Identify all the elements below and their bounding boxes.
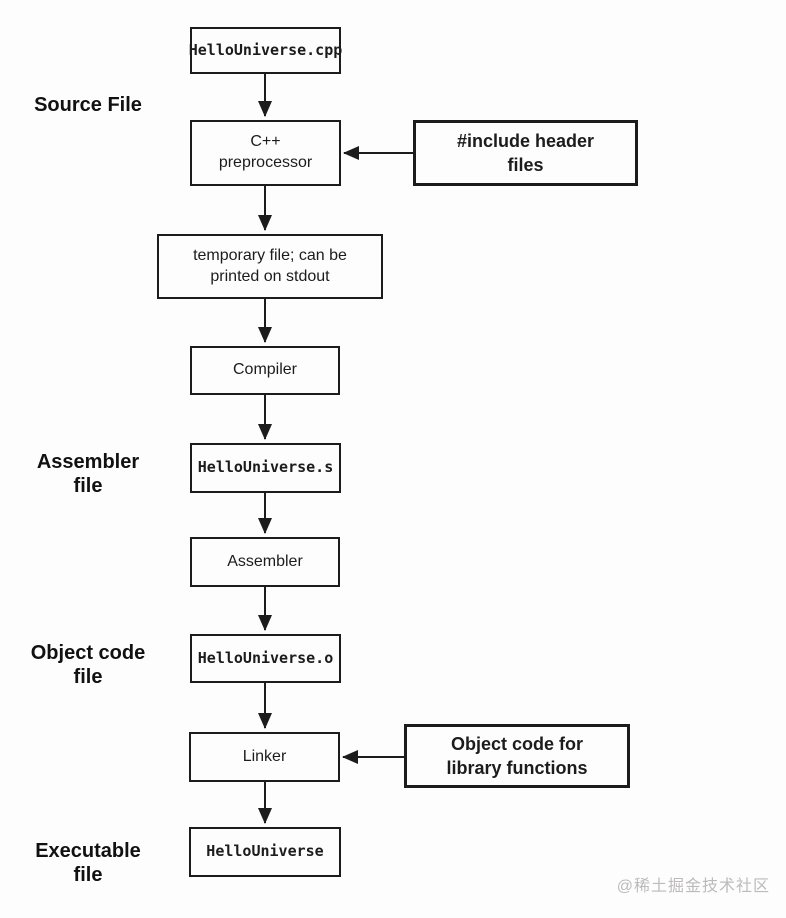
stage-label-assembler-file: Assembler file <box>36 451 140 497</box>
node-preprocessor-box: C++ preprocessor <box>190 120 341 186</box>
stage-label-object-code-file: Object code file <box>30 642 146 688</box>
node-compiler-box: Compiler <box>190 346 340 395</box>
node-source-file-box: HelloUniverse.cpp <box>189 27 342 74</box>
stage-label-source-file: Source File <box>34 94 142 116</box>
input-library-object-code-box: Object code for library functions <box>404 724 630 788</box>
community-watermark: @稀土掘金技术社区 <box>616 878 770 895</box>
node-object-file-box: HelloUniverse.o <box>190 634 341 683</box>
node-temporary-file-box: temporary file; can be printed on stdout <box>157 234 383 299</box>
node-linker-box: Linker <box>189 732 340 782</box>
node-assembler-box: Assembler <box>190 537 340 587</box>
input-include-headers-box: #include header files <box>413 120 638 186</box>
node-assembler-file-box: HelloUniverse.s <box>190 443 341 493</box>
stage-label-executable-file: Executable file <box>35 840 141 886</box>
node-executable-box: HelloUniverse <box>189 827 341 877</box>
